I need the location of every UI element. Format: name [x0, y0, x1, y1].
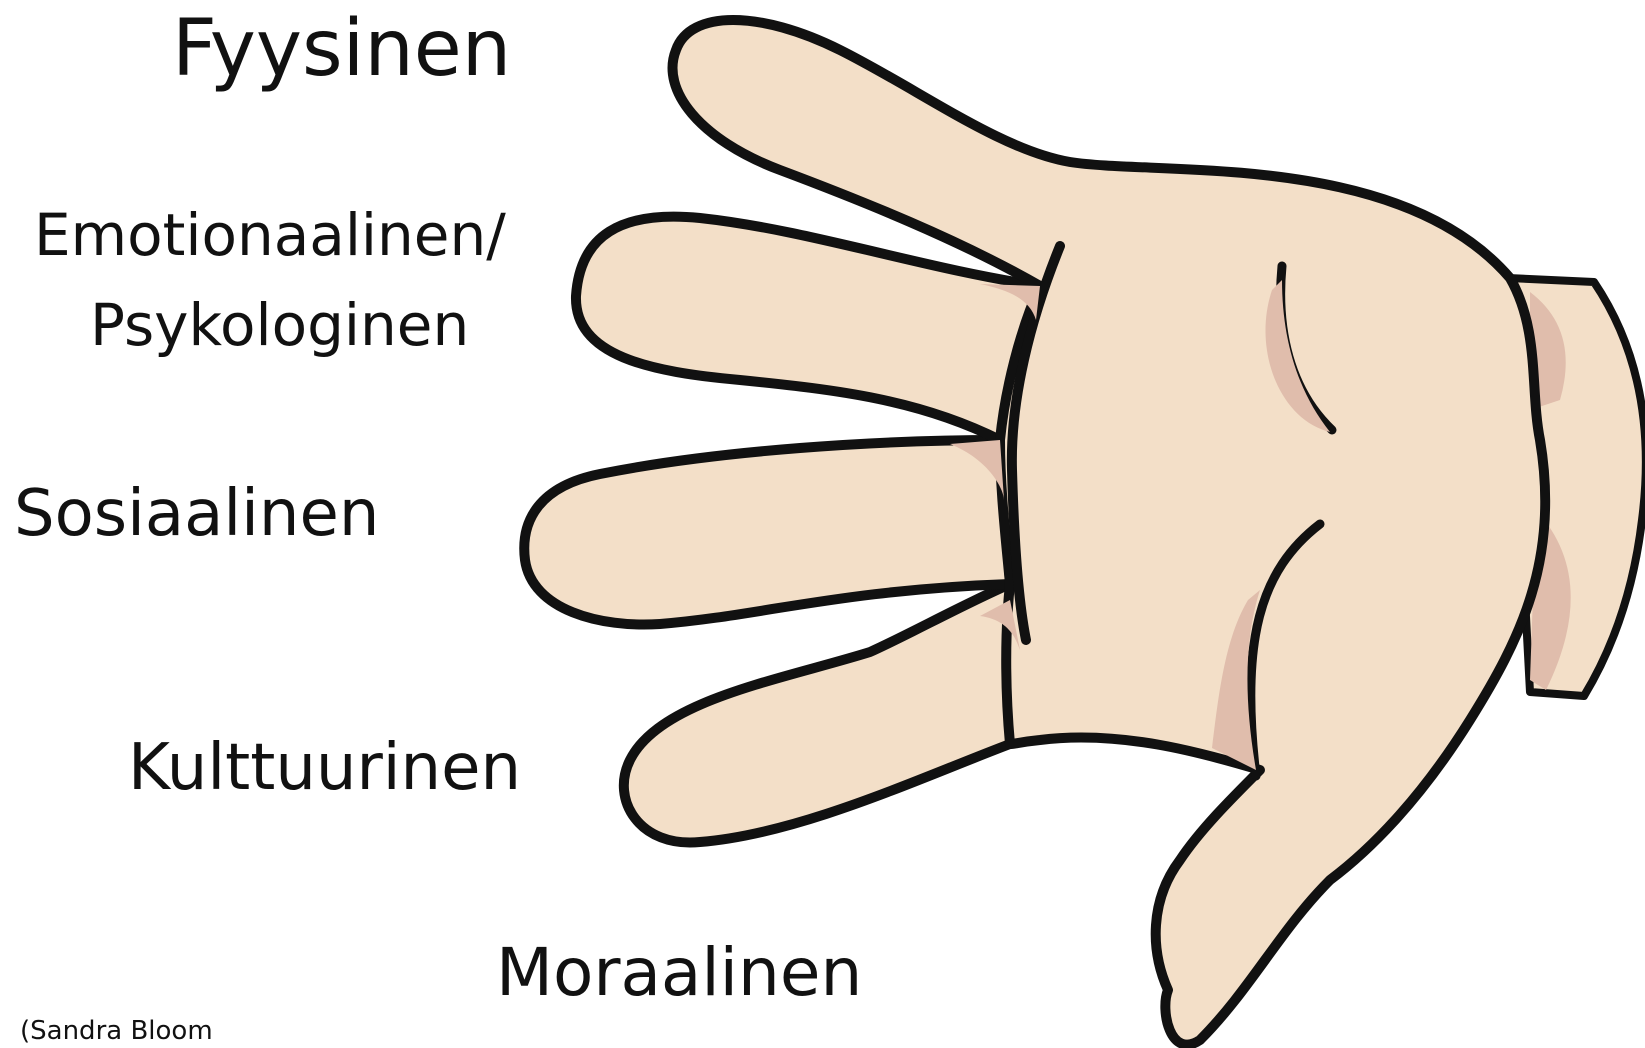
finger-ring [524, 440, 1010, 625]
hand-icon [524, 20, 1645, 1045]
label-moraalinen: Moraalinen [496, 940, 862, 1006]
label-kulttuurinen: Kulttuurinen [128, 736, 521, 800]
source-credit: (Sandra Bloom [20, 1018, 213, 1044]
label-psykologinen: Psykologinen [90, 296, 469, 354]
label-sosiaalinen: Sosiaalinen [14, 482, 379, 546]
label-fyysinen: Fyysinen [172, 10, 511, 88]
label-emotionaalinen: Emotionaalinen/ [34, 206, 506, 264]
